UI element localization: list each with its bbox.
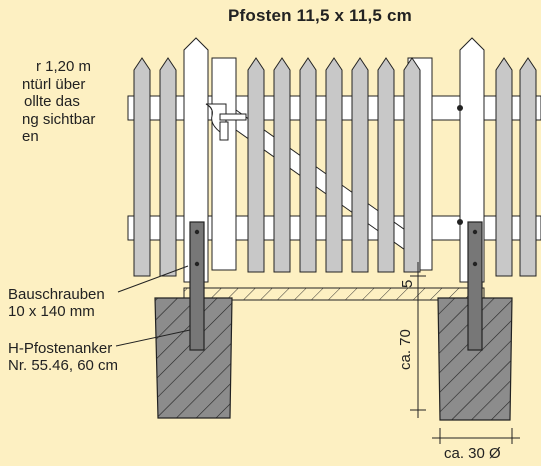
hinge-dots — [457, 105, 463, 225]
right-post — [459, 37, 485, 283]
right-pickets — [495, 57, 537, 277]
screws-label: Bauschrauben 10 x 140 mm — [8, 286, 105, 320]
ground-bar — [183, 287, 485, 301]
screws-label-line2: 10 x 140 mm — [8, 303, 95, 320]
note-line: ng sichtbar — [22, 110, 96, 128]
diagram-title: Pfosten 11,5 x 11,5 cm — [228, 6, 412, 25]
diameter-dimension: ca. 30 Ø — [444, 445, 501, 461]
anchor-label-line2: Nr. 55.46, 60 cm — [8, 357, 119, 374]
anchor-label: H-Pfostenanker Nr. 55.46, 60 cm — [8, 340, 118, 374]
left-post — [183, 37, 209, 283]
dimension-lines — [410, 262, 520, 444]
foundations — [154, 297, 513, 421]
note-line: ollte das — [24, 93, 80, 110]
gate-latch — [205, 103, 247, 141]
post-anchors — [189, 221, 483, 351]
note-line: r 1,20 m — [36, 58, 92, 75]
leader-lines — [115, 265, 191, 347]
left-pickets — [133, 57, 177, 277]
screws-label-line1: Bauschrauben — [8, 286, 105, 303]
anchor-label-line1: H-Pfostenanker — [8, 340, 113, 357]
depth-dimension: ca. 70 — [397, 329, 414, 370]
note-line: ntürl über — [22, 75, 86, 93]
gap-dimension: 5 — [399, 280, 416, 288]
note-line: en — [22, 128, 39, 145]
fence-posts — [183, 37, 485, 283]
gate-pickets — [247, 57, 421, 273]
cropped-note: r 1,20 m ntürl über ollte das ng sichtba… — [0, 58, 110, 146]
